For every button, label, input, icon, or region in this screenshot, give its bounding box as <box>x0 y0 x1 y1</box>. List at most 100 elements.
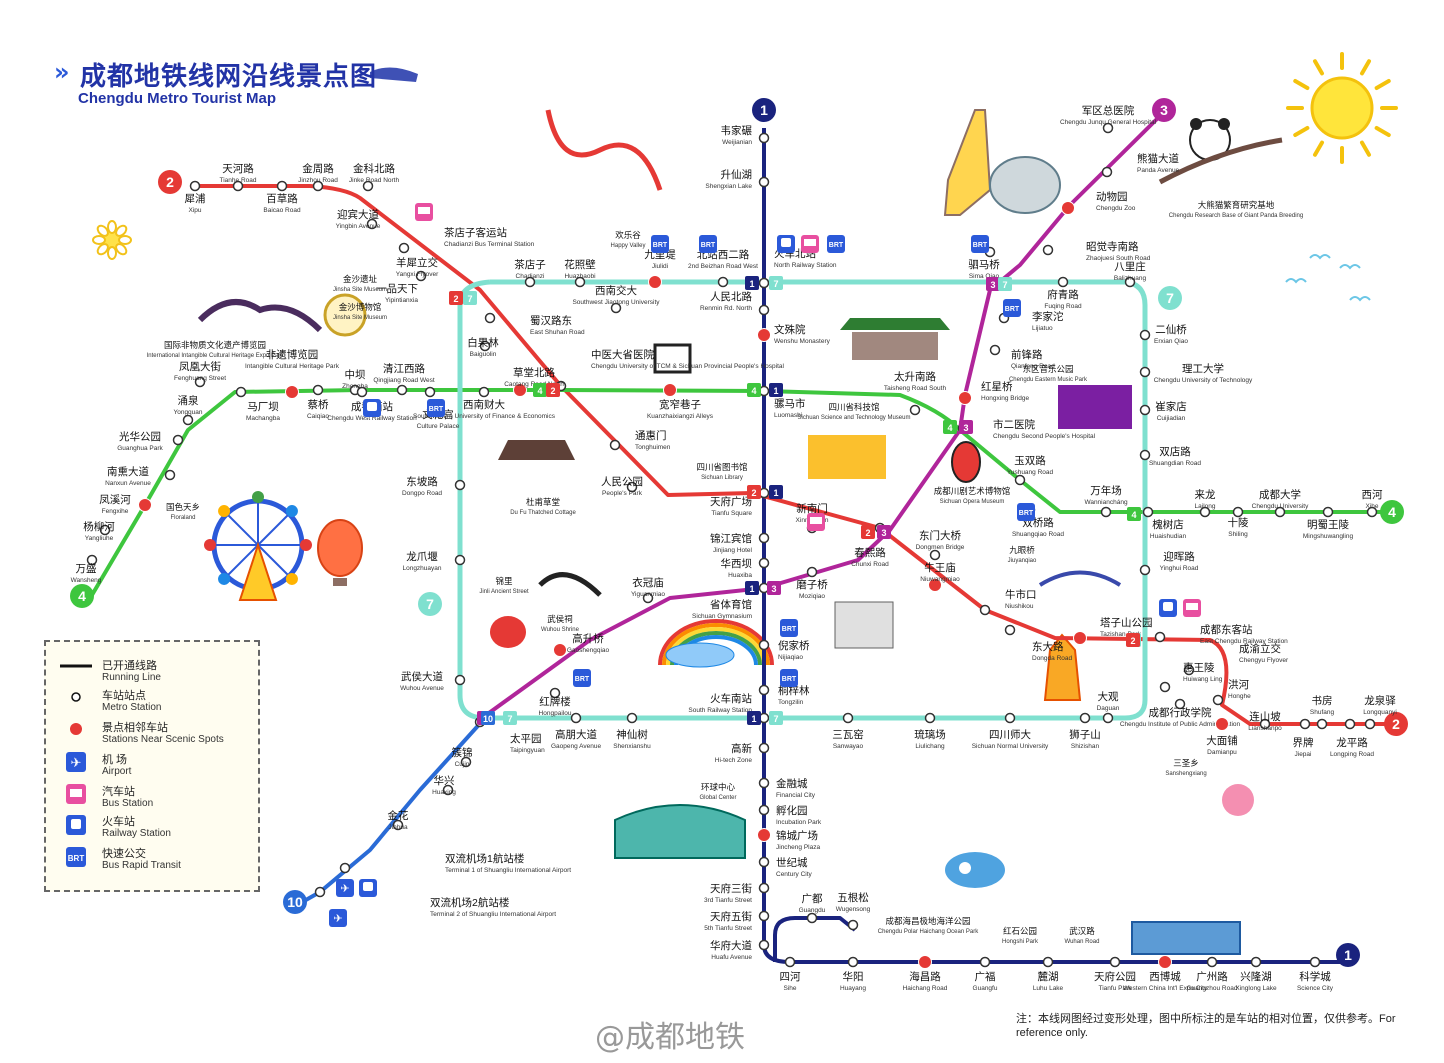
line-4-badge[interactable]: 4 <box>1380 500 1404 524</box>
station-chengdu-west-railway-station[interactable]: 成都西站Chengdu West Railway Station <box>327 386 417 423</box>
line-1-badge[interactable]: 1 <box>1336 943 1360 967</box>
line-3-badge[interactable]: 3 <box>1152 98 1176 122</box>
line-10-badge[interactable]: 10 <box>283 890 307 914</box>
line-1-badge[interactable]: 1 <box>752 98 776 122</box>
line-2-badge[interactable]: 2 <box>1384 712 1408 736</box>
line-7-badge[interactable]: 7 <box>1158 286 1182 310</box>
